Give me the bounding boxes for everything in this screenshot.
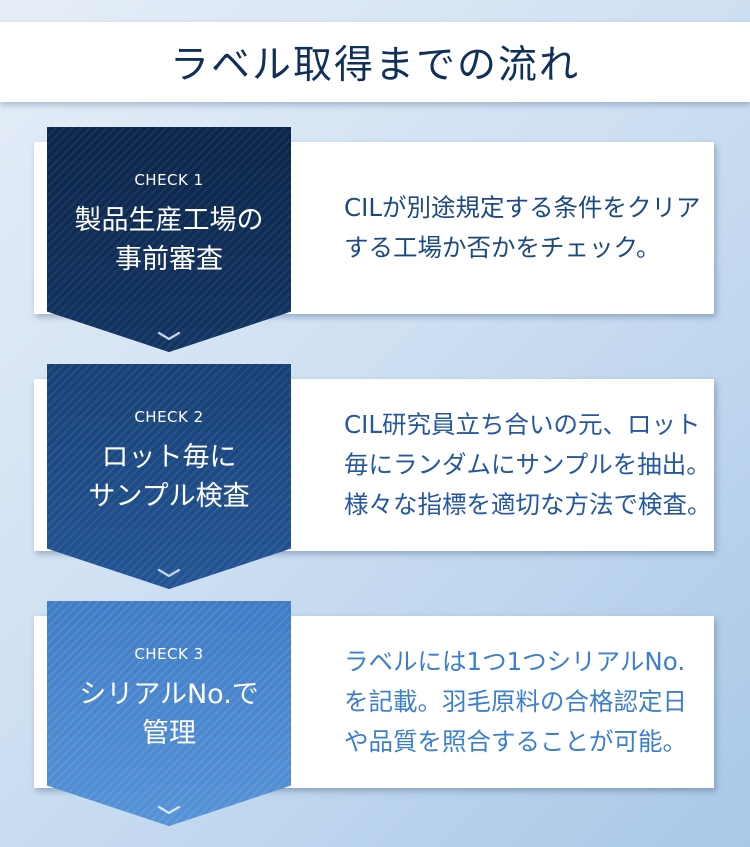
step-3-title: シリアルNo.で 管理 — [47, 675, 291, 753]
step-1-badge: CHECK 1 製品生産工場の 事前審査 — [47, 127, 291, 352]
chevron-down-icon — [157, 568, 181, 578]
step-2-title-line: ロット毎に — [101, 442, 237, 473]
step-2-description-line: CIL研究員立ち合いの元、ロット — [344, 410, 701, 439]
chevron-down-icon — [157, 331, 181, 341]
step-3-description-line: ラベルには1つ1つシリアルNo. — [344, 647, 686, 676]
step-3-title-line: シリアルNo.で — [79, 679, 259, 710]
step-3-description-line: を記載。羽毛原料の合格認定日 — [344, 687, 687, 716]
step-3-title-line: 管理 — [142, 718, 196, 749]
step-1-description: CILが別途規定する条件をクリア する工場か否かをチェック。 — [344, 142, 729, 314]
step-1-description-line: する工場か否かをチェック。 — [344, 233, 661, 262]
page-title: ラベル取得までの流れ — [169, 43, 580, 88]
step-1-title-line: 製品生産工場の — [74, 205, 264, 236]
step-3-badge: CHECK 3 シリアルNo.で 管理 — [47, 601, 291, 826]
step-3-check-label: CHECK 3 — [134, 645, 204, 663]
step-1-title-line: 事前審査 — [115, 244, 223, 275]
step-2-check-label: CHECK 2 — [134, 408, 204, 426]
step-3-description-line: や品質を照合することが可能。 — [344, 727, 687, 756]
step-1-check-label: CHECK 1 — [134, 171, 204, 189]
chevron-down-icon — [157, 805, 181, 815]
step-2-description-line: 毎にランダムにサンプルを抽出。 — [344, 450, 711, 479]
step-1-description-line: CILが別途規定する条件をクリア — [344, 193, 701, 222]
step-2-description-line: 様々な指標を適切な方法で検査。 — [344, 490, 712, 519]
step-3-description: ラベルには1つ1つシリアルNo. を記載。羽毛原料の合格認定日 や品質を照合する… — [344, 616, 729, 788]
step-1-title: 製品生産工場の 事前審査 — [47, 201, 291, 279]
title-bar: ラベル取得までの流れ — [0, 22, 750, 102]
step-2-badge: CHECK 2 ロット毎に サンプル検査 — [47, 364, 291, 589]
step-2-title: ロット毎に サンプル検査 — [47, 438, 291, 516]
step-2-description: CIL研究員立ち合いの元、ロット 毎にランダムにサンプルを抽出。 様々な指標を適… — [344, 379, 729, 551]
step-2-title-line: サンプル検査 — [88, 481, 250, 512]
